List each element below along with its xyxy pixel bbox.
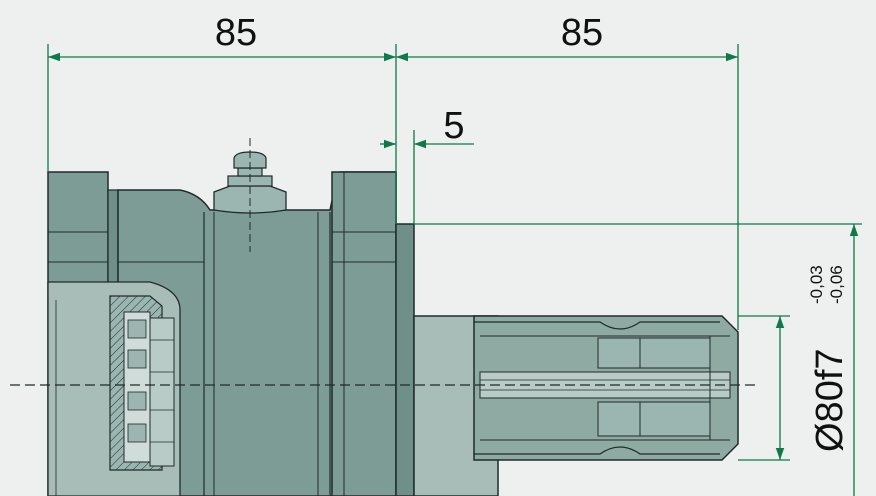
dim-text-tol-upper: -0,03 [807, 265, 826, 304]
dim-text-shoulder-offset: 5 [443, 105, 464, 147]
dim-text-left-width: 85 [215, 12, 257, 54]
diameter-callout: Ø80f7 -0,03 -0,06 [807, 265, 851, 452]
shaft-collar [395, 223, 415, 496]
dim-text-diameter: Ø80f7 [809, 348, 851, 452]
dimension-lines [47, 44, 862, 496]
splined-shaft [413, 315, 739, 496]
bearing-section [47, 281, 181, 496]
right-flange [331, 171, 397, 496]
dim-text-right-width: 85 [561, 12, 603, 54]
grease-nipple [213, 138, 287, 252]
dim-text-tol-lower: -0,06 [827, 265, 846, 304]
